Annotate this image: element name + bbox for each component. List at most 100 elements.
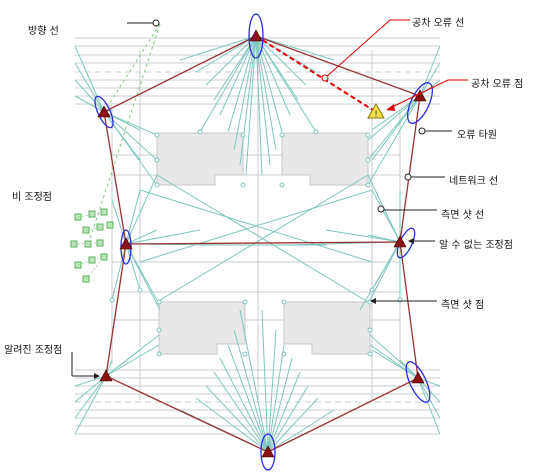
callout-arrow — [94, 373, 100, 379]
network-node — [156, 327, 162, 333]
network-node — [365, 132, 371, 138]
network-line — [195, 35, 257, 73]
network-line — [417, 377, 441, 435]
red-triangle-icon — [99, 369, 113, 382]
network-line — [267, 397, 319, 453]
network-node — [154, 182, 160, 188]
network-line — [255, 35, 317, 133]
network-line — [267, 385, 309, 453]
label-side-shot-point: 측면 샷 점 — [441, 300, 485, 311]
network-node — [281, 351, 287, 357]
error-ellipse — [406, 82, 434, 124]
callout-endpoint — [321, 74, 329, 82]
traverse-line — [105, 375, 269, 453]
error-ellipse — [94, 95, 114, 129]
network-line — [213, 371, 269, 453]
network-node — [365, 182, 371, 188]
network-node — [281, 299, 287, 305]
network-line — [139, 189, 373, 263]
network-node — [367, 327, 373, 333]
network-line — [267, 329, 277, 453]
network-line — [369, 344, 419, 379]
label-side-shot-line: 측면 샷 선 — [441, 210, 485, 221]
network-line — [74, 375, 107, 419]
network-line — [239, 309, 269, 453]
red-triangle-icon — [119, 237, 133, 250]
network-node — [242, 351, 248, 357]
network-line — [255, 35, 335, 61]
network-line — [205, 35, 257, 86]
network-line — [219, 357, 269, 453]
label-error-ellipse: 오류 타원 — [457, 130, 497, 141]
warning-exclamation: ! — [374, 110, 378, 120]
red-triangle-icon — [261, 445, 275, 458]
network-line — [105, 344, 160, 377]
network-line — [239, 35, 257, 166]
network-line — [125, 243, 161, 311]
network-line — [325, 229, 401, 243]
non-control-link — [85, 224, 111, 231]
network-node — [240, 182, 246, 188]
network-line — [213, 35, 257, 101]
network-line — [103, 111, 158, 136]
direction-line — [87, 23, 161, 246]
network-line — [371, 241, 401, 291]
network-node — [197, 129, 203, 135]
network-node — [154, 157, 160, 163]
traverse-line — [399, 241, 419, 379]
red-triangle-icon — [249, 29, 263, 42]
network-node — [156, 351, 162, 357]
network-line — [267, 344, 285, 453]
parcel-grid-lines — [75, 37, 440, 435]
network-line — [419, 62, 441, 97]
network-line — [74, 375, 107, 387]
label-direction-line: 방향 선 — [28, 26, 59, 37]
non-control-point-icon — [96, 223, 104, 231]
traverse-line — [125, 241, 401, 245]
network-line — [105, 334, 160, 377]
network-node — [369, 287, 375, 293]
error-ellipse — [260, 433, 276, 471]
label-known-control-point: 알려진 조정점 — [4, 345, 63, 356]
network-node — [279, 132, 285, 138]
network-line — [74, 45, 105, 113]
callout-endpoint — [418, 127, 426, 135]
network-line — [245, 35, 257, 176]
network-line — [125, 243, 141, 291]
label-misclosure-line: 공차 오류 선 — [412, 18, 465, 29]
network-line — [125, 229, 201, 245]
network-line — [205, 385, 269, 453]
network-line — [261, 309, 269, 453]
error-ellipse — [405, 361, 431, 403]
network-line — [156, 174, 369, 303]
traverse-line — [103, 111, 127, 245]
traverse-line — [399, 95, 421, 243]
label-network-line: 네트워크 선 — [449, 176, 499, 187]
callout-leader — [389, 79, 449, 109]
traverse-line — [103, 35, 257, 113]
network-line — [419, 45, 441, 97]
non-control-points — [70, 208, 114, 283]
non-control-point-icon — [100, 208, 108, 216]
direction-line — [103, 23, 161, 113]
network-line — [233, 329, 269, 453]
network-node — [365, 157, 371, 163]
control-points — [97, 29, 427, 458]
network-line — [367, 95, 421, 141]
network-line — [417, 377, 441, 419]
network-line — [195, 397, 269, 453]
parcel — [283, 301, 371, 355]
error-ellipses — [94, 13, 434, 471]
non-control-point-icon — [84, 240, 92, 248]
misclosure-elements: ! — [255, 35, 385, 120]
network-line — [255, 35, 263, 176]
parcel — [158, 301, 246, 355]
non-control-link — [77, 211, 105, 218]
callout-arrow — [370, 298, 376, 304]
network-line — [255, 35, 307, 86]
traverse-line — [105, 243, 127, 377]
network-node — [154, 132, 160, 138]
network-line — [367, 95, 421, 161]
